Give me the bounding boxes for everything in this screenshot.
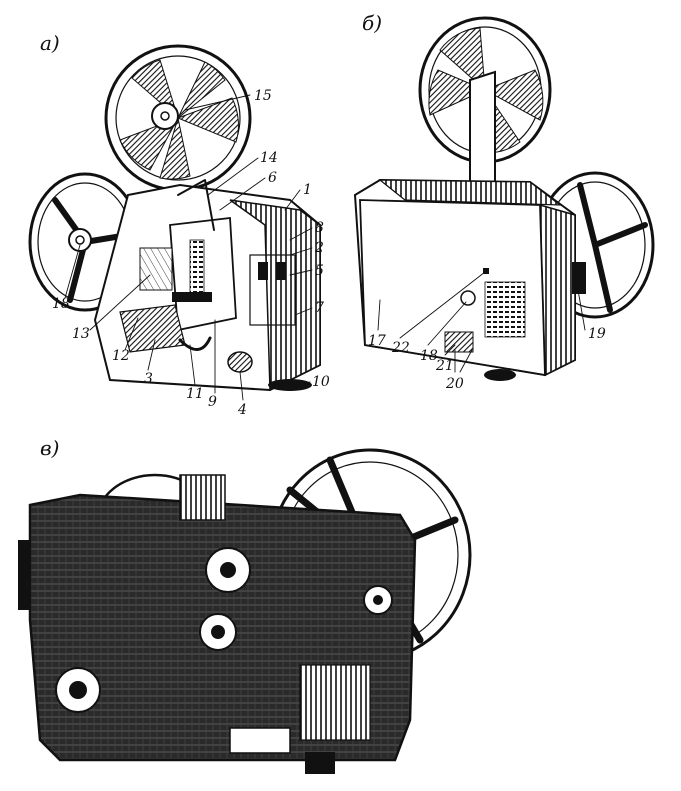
panel-c-letter: в) [40,436,59,460]
back-body [353,178,586,381]
callout-15: 15 [254,88,272,104]
callout-21: 21 [435,358,454,374]
panel-c-projector-interior: в) [18,436,472,774]
top-reel [104,44,252,192]
panel-b-callouts: 17 22 18 21 20 19 [368,326,606,392]
callout-9: 9 [208,394,217,410]
panel-a-projector-front: а) 15 14 6 1 8 2 5 7 18 13 12 3 11 9 4 1… [28,31,330,418]
callout-18: 18 [52,296,70,312]
panel-b-projector-back: б) 17 22 18 21 20 19 [353,11,655,392]
callout-10: 10 [312,374,330,390]
callout-7: 7 [315,300,324,316]
panel-a-letter: а) [40,31,60,55]
panel-b-leader-lines [377,271,586,373]
callout-4: 4 [237,402,247,418]
callout-11: 11 [186,386,204,402]
callout-6: 6 [268,170,277,186]
callout-2: 2 [314,240,324,256]
callout-14: 14 [260,150,278,166]
panel-b-letter: б) [362,11,382,35]
callout-5: 5 [315,263,324,279]
callout-3: 3 [144,371,153,387]
projector-body [93,179,321,392]
panel-a-callouts: 15 14 6 1 8 2 5 7 18 13 12 3 11 9 4 10 [52,88,330,418]
callout-22: 22 [391,340,410,356]
callout-18b: 18 [420,348,438,364]
callout-19: 19 [588,326,606,342]
callout-20: 20 [445,376,464,392]
callout-17: 17 [368,333,386,349]
callout-12: 12 [112,348,130,364]
interior-body [18,474,417,774]
callout-8: 8 [315,220,324,236]
callout-1: 1 [303,182,312,198]
panel-a-leader-lines [64,94,313,401]
callout-13: 13 [72,326,90,342]
